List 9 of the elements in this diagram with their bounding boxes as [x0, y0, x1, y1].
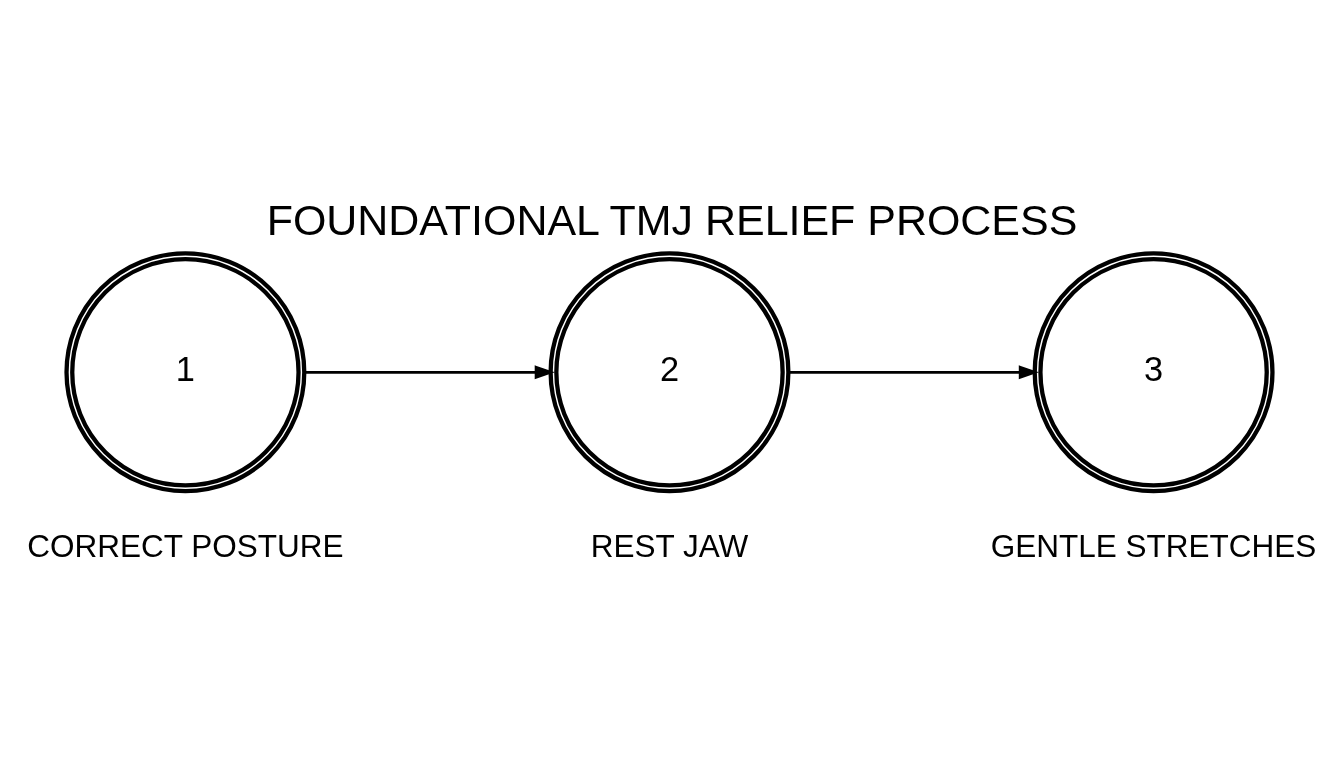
diagram-title: FOUNDATIONAL TMJ RELIEF PROCESS: [266, 195, 1078, 244]
node-label: REST JAW: [590, 527, 749, 564]
arrow: [788, 364, 1039, 379]
node-circle: 3: [1032, 250, 1275, 493]
node-circle: 2: [548, 250, 791, 493]
node-label: GENTLE STRETCHES: [990, 527, 1317, 564]
node-circle: 1: [64, 250, 307, 493]
node-label: CORRECT POSTURE: [27, 527, 344, 564]
arrow: [304, 364, 555, 379]
